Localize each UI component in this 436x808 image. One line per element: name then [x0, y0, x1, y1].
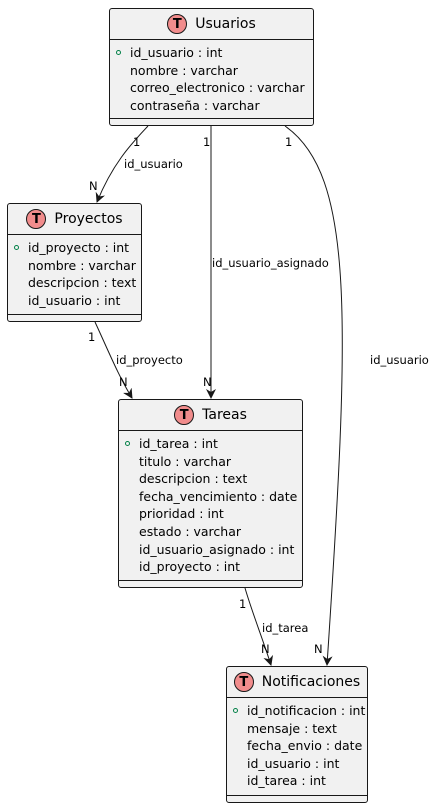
relation-usuarios-proyectos: [95, 125, 149, 203]
field-row: id_tarea : int: [247, 773, 326, 789]
entity-divider: [8, 314, 141, 315]
entity-divider: [119, 580, 302, 581]
entity-header: T Proyectos: [8, 204, 141, 235]
field-row: estado : varchar: [139, 523, 242, 539]
relation-label: id_usuario: [370, 353, 429, 367]
cardinality-to: N: [119, 375, 128, 389]
entity-fields: id_proyecto : int nombre : varchar descr…: [8, 235, 141, 313]
field-row: titulo : varchar: [139, 453, 231, 469]
cardinality-to: N: [89, 179, 98, 193]
relation-label: id_usuario: [124, 157, 183, 171]
field-row: id_usuario : int: [247, 755, 340, 771]
table-badge-icon: T: [26, 209, 47, 229]
field-row: id_proyecto : int: [14, 239, 141, 257]
primary-key-icon: [125, 441, 130, 447]
field-row: correo_electronico : varchar: [130, 80, 305, 96]
field-row: nombre : varchar: [28, 257, 136, 273]
cardinality-from: 1: [285, 135, 293, 149]
entity-header: T Tareas: [119, 400, 302, 431]
field-row: fecha_vencimiento : date: [139, 488, 298, 504]
entity-divider: [110, 118, 313, 119]
entity-name: Proyectos: [54, 211, 123, 227]
entity-fields: id_tarea : int titulo : varchar descripc…: [119, 431, 302, 580]
entity-proyectos: T Proyectos id_proyecto : int nombre : v…: [7, 203, 142, 322]
cardinality-from: 1: [88, 330, 96, 344]
entity-tareas: T Tareas id_tarea : int titulo : varchar…: [118, 399, 303, 588]
field-row: id_proyecto : int: [139, 559, 241, 575]
cardinality-from: 1: [133, 135, 141, 149]
field-row: mensaje : text: [247, 720, 337, 736]
field-row: descripcion : text: [139, 471, 248, 487]
table-badge-icon: T: [174, 405, 195, 425]
entity-name: Notificaciones: [261, 674, 361, 690]
cardinality-to: N: [314, 642, 323, 656]
primary-key-icon: [14, 245, 19, 251]
field-row: id_usuario : int: [116, 44, 313, 62]
cardinality-to: N: [261, 642, 270, 656]
entity-divider: [227, 795, 367, 796]
field-row: id_tarea : int: [125, 435, 302, 453]
field-row: id_notificacion : int: [233, 702, 367, 720]
relation-label: id_proyecto: [116, 353, 183, 367]
relation-label: id_tarea: [262, 621, 309, 635]
field-row: descripcion : text: [28, 275, 137, 291]
relation-label: id_usuario_asignado: [212, 256, 329, 270]
field-row: prioridad : int: [139, 506, 224, 522]
table-badge-icon: T: [233, 672, 254, 692]
relation-usuarios-notificaciones: [284, 125, 343, 666]
primary-key-icon: [233, 708, 238, 714]
field-row: contraseña : varchar: [130, 97, 260, 113]
entity-header: T Usuarios: [110, 9, 313, 40]
entity-header: T Notificaciones: [227, 667, 367, 698]
entity-usuarios: T Usuarios id_usuario : int nombre : var…: [109, 8, 314, 126]
entity-name: Tareas: [202, 407, 247, 423]
field-row: fecha_envio : date: [247, 738, 363, 754]
cardinality-from: 1: [239, 597, 247, 611]
relation-tareas-notificaciones: [244, 587, 274, 666]
primary-key-icon: [116, 50, 121, 56]
entity-fields: id_notificacion : int mensaje : text fec…: [227, 698, 367, 794]
entity-notificaciones: T Notificaciones id_notificacion : int m…: [226, 666, 368, 803]
field-row: id_usuario : int: [28, 292, 121, 308]
field-row: nombre : varchar: [130, 62, 238, 78]
entity-name: Usuarios: [195, 16, 256, 32]
table-badge-icon: T: [167, 14, 188, 34]
entity-fields: id_usuario : int nombre : varchar correo…: [110, 40, 313, 118]
cardinality-to: N: [203, 375, 212, 389]
cardinality-from: 1: [203, 135, 211, 149]
field-row: id_usuario_asignado : int: [139, 541, 295, 557]
relation-proyectos-tareas: [94, 321, 133, 399]
